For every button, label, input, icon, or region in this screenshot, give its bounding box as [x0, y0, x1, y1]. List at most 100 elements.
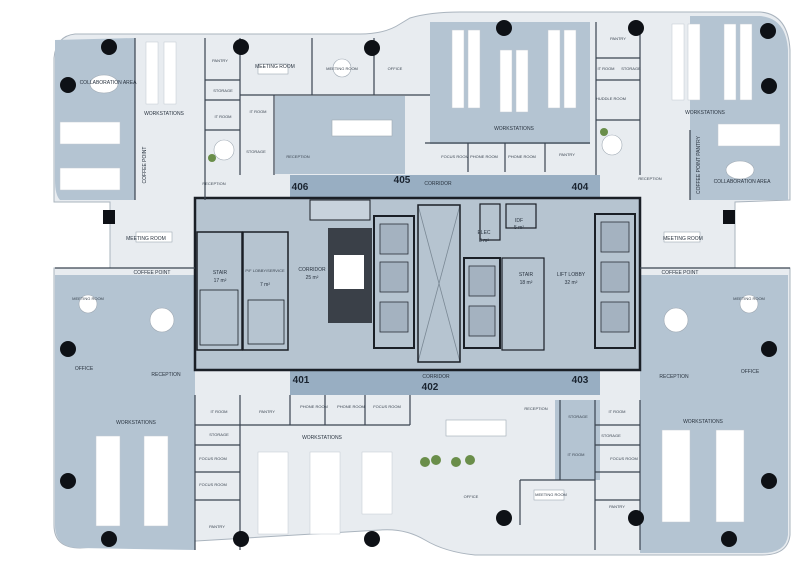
desk	[59, 167, 121, 191]
desk	[59, 121, 121, 145]
meeting-table	[135, 231, 173, 243]
room-label-meeting-room: MEETING ROOM	[72, 296, 104, 301]
column	[233, 531, 249, 547]
desk	[671, 23, 685, 101]
room-label-focus-room: FOCUS ROOM	[610, 456, 638, 461]
column	[761, 473, 777, 489]
core-lobby-area	[242, 231, 289, 351]
room-label-phone-room: PHONE ROOM	[470, 154, 498, 159]
room-label-it-room: IT ROOM	[210, 409, 227, 414]
stair-area: 18 m²	[520, 280, 533, 286]
desk	[739, 23, 753, 101]
core-stair-left-area	[196, 231, 243, 351]
zone-s-right	[555, 400, 600, 480]
meeting-table	[78, 294, 98, 314]
room-label-workstations: WORKSTATIONS	[683, 419, 723, 425]
room-label-coffee-point: COFFEE POINT	[134, 270, 171, 276]
idf-area: 5 m²	[514, 225, 524, 231]
room-label-meeting-room: MEETING ROOM	[535, 492, 567, 497]
room-label-meeting-room: MEETING ROOM	[733, 296, 765, 301]
unit-number: 405	[394, 175, 411, 186]
column	[60, 341, 76, 357]
unit-number: 401	[293, 375, 310, 386]
room-label-reception: RECEPTION	[202, 181, 225, 186]
corridor-top	[290, 175, 600, 200]
lobby-service-label: P/F LOBBY/SERVICE	[245, 268, 285, 273]
stair-left-treads	[199, 289, 239, 346]
collab-table	[89, 74, 119, 94]
room-label-focus-room: FOCUS ROOM	[199, 456, 227, 461]
room-label-focus-room: FOCUS ROOM	[373, 404, 401, 409]
lift-car	[600, 221, 630, 253]
desks	[59, 23, 781, 535]
room-label-reception: RECEPTION	[151, 372, 181, 378]
column	[364, 40, 380, 56]
plants	[208, 128, 608, 467]
lift-car	[379, 301, 409, 333]
lift-car	[468, 305, 496, 337]
room-label-storage: STORAGE	[209, 432, 229, 437]
room-label-focus-room: FOCUS ROOM	[441, 154, 469, 159]
desk	[143, 435, 169, 527]
lobby-service-area: 7 m²	[260, 282, 270, 288]
zone-w-mid	[55, 275, 195, 405]
room-label-meeting-room: MEETING ROOM	[255, 64, 295, 70]
room-label-reception: RECEPTION	[638, 176, 661, 181]
room-label-reception: RECEPTION	[286, 154, 309, 159]
desk	[309, 451, 341, 535]
room-label-coffee-point: COFFEE POINT	[142, 147, 148, 184]
room-label-collaboration-area: COLLABORATION AREA	[714, 179, 772, 185]
core-shaft	[417, 204, 461, 363]
desk	[715, 429, 745, 523]
room-label-meeting-room: MEETING ROOM	[326, 66, 358, 71]
room-label-phone-room: PHONE ROOM	[508, 154, 536, 159]
room-label-workstations: WORKSTATIONS	[144, 111, 184, 117]
corridor-bottom	[290, 370, 600, 395]
zone-e-mid	[640, 275, 788, 405]
unit-number: 403	[572, 375, 589, 386]
room-label-coffee-point-pantry: COFFEE POINT PANTRY	[696, 135, 702, 194]
desk	[515, 49, 529, 113]
column	[721, 531, 737, 547]
room-label-workstations: WORKSTATIONS	[494, 126, 534, 132]
desk	[145, 41, 159, 105]
desk	[361, 451, 393, 515]
stair-label: STAIR	[519, 272, 534, 278]
column	[496, 510, 512, 526]
lift-car	[600, 301, 630, 333]
column	[101, 39, 117, 55]
room-label-storage: STORAGE	[568, 414, 588, 419]
reception-table	[601, 134, 623, 156]
room-label-meeting-room: MEETING ROOM	[663, 236, 703, 242]
room-label-it-room: IT ROOM	[608, 409, 625, 414]
lift-car	[379, 261, 409, 293]
room-label-it-room: IT ROOM	[597, 66, 614, 71]
lobby-lift-left	[247, 299, 285, 345]
room-label-phone-room: PHONE ROOM	[300, 404, 328, 409]
core-wc-left	[309, 199, 371, 221]
meeting-table	[533, 489, 565, 501]
column	[628, 510, 644, 526]
room-label-storage: STORAGE	[601, 433, 621, 438]
desk	[95, 435, 121, 527]
lift-car	[379, 223, 409, 255]
stair-label: STAIR	[213, 270, 228, 276]
core-meeting-table	[334, 255, 364, 289]
column	[760, 23, 776, 39]
column	[60, 473, 76, 489]
unit-number: 404	[572, 182, 589, 193]
room-label-office: OFFICE	[741, 369, 760, 375]
meeting-table	[332, 58, 352, 78]
room-label-pantry: PANTRY	[209, 524, 225, 529]
corridor-label: CORRIDOR	[424, 181, 452, 187]
room-label-workstations: WORKSTATIONS	[685, 110, 725, 116]
room-label-storage: STORAGE	[621, 66, 641, 71]
room-label-pantry: PANTRY	[610, 36, 626, 41]
stair-area: 17 m²	[214, 278, 227, 284]
column	[496, 20, 512, 36]
meeting-table	[331, 119, 393, 137]
core-shaft-x2	[417, 204, 461, 363]
room-label-storage: STORAGE	[246, 149, 266, 154]
meeting-table	[257, 63, 289, 75]
column	[103, 210, 115, 224]
